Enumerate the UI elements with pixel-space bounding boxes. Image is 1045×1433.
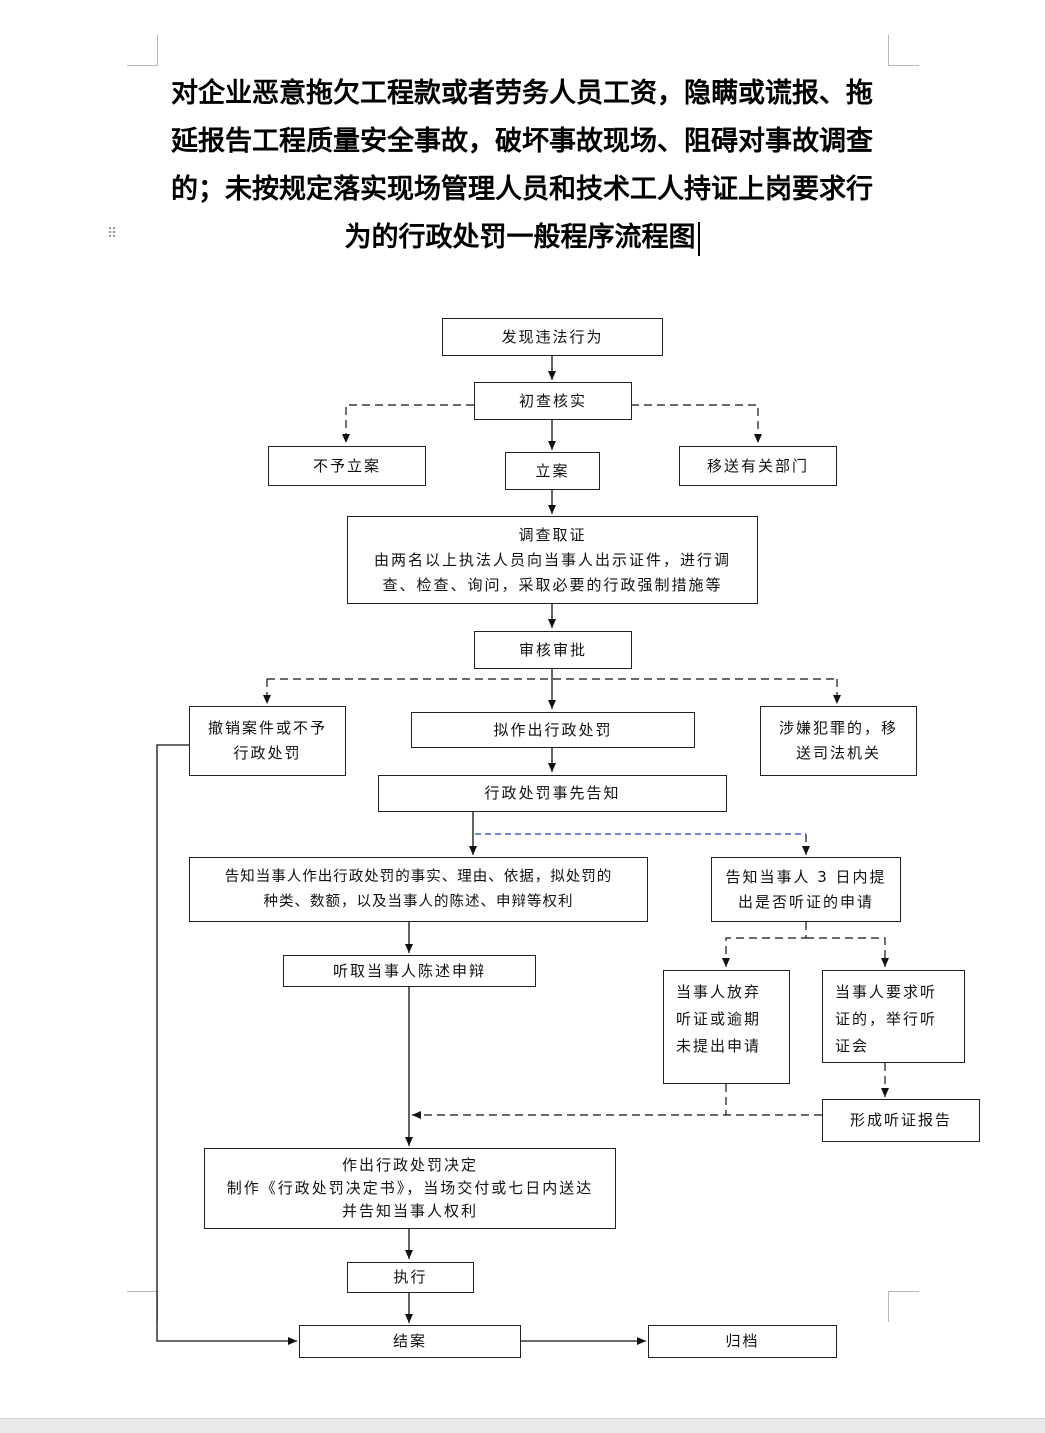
node-archive[interactable]: 归档 [648,1325,837,1358]
node-label: 归档 [725,1332,760,1350]
node-investigation[interactable]: 调查取证 由两名以上执法人员向当事人出示证件，进行调 查、检查、询问，采取必要的… [347,516,758,604]
dashed-arrow-no-filing [342,404,474,443]
node-line: 由两名以上执法人员向当事人出示证件，进行调 [373,551,731,569]
text-cursor [697,221,700,256]
node-label: 初查核实 [518,391,587,410]
node-decision[interactable]: 作出行政处罚决定 制作《行政处罚决定书》，当场交付或七日内送达 并告知当事人权利 [204,1148,616,1229]
node-revoke[interactable]: 撤销案件或不予 行政处罚 [189,706,346,776]
node-line: 送司法机关 [795,744,881,762]
title-line: 对企业恶意拖欠工程款或者劳务人员工资，隐瞒或谎报、拖 [171,78,873,109]
drag-handle-icon[interactable]: ⠿ [107,226,117,242]
title-line: 延报告工程质量安全事故，破坏事故现场、阻碍对事故调查 [171,126,873,157]
node-line: 查、检查、询问，采取必要的行政强制措施等 [382,576,723,594]
title-line: 为的行政处罚一般程序流程图 [152,214,892,262]
page-title: 对企业恶意拖欠工程款或者劳务人员工资，隐瞒或谎报、拖 延报告工程质量安全事故，破… [152,70,892,262]
node-line: 未提出申请 [676,1037,762,1055]
node-propose-penalty[interactable]: 拟作出行政处罚 [411,712,695,748]
node-no-filing[interactable]: 不予立案 [268,446,426,486]
node-label: 移送有关部门 [706,456,809,475]
node-line: 听证或逾期 [676,1010,762,1028]
node-label: 发现违法行为 [501,327,604,346]
dashed-arrow-waive [722,922,807,967]
node-notify-facts[interactable]: 告知当事人作出行政处罚的事实、理由、依据，拟处罚的 种类、数额，以及当事人的陈述… [189,857,648,922]
node-label: 执行 [393,1268,428,1286]
node-prior-notice[interactable]: 行政处罚事先告知 [378,775,727,812]
node-hear-statement[interactable]: 听取当事人陈述申辩 [283,955,536,987]
node-title: 作出行政处罚决定 [341,1156,478,1174]
node-notify-hearing[interactable]: 告知当事人 3 日内提 出是否听证的申请 [711,857,901,922]
node-line: 撤销案件或不予 [207,719,327,737]
node-close-case[interactable]: 结案 [299,1325,521,1358]
node-review[interactable]: 审核审批 [474,631,632,669]
node-title: 调查取证 [518,526,587,544]
node-hearing-report[interactable]: 形成听证报告 [822,1099,980,1142]
node-line: 证会 [835,1037,870,1055]
node-crime-transfer[interactable]: 涉嫌犯罪的，移 送司法机关 [760,706,917,776]
node-label: 不予立案 [312,456,381,475]
page-corner-mark-bottom-right [888,1291,919,1322]
node-line: 种类、数额，以及当事人的陈述、申辩等权利 [263,893,574,910]
title-line-text: 为的行政处罚一般程序流程图 [344,222,696,253]
node-line: 制作《行政处罚决定书》，当场交付或七日内送达 [226,1179,594,1197]
page-corner-mark-top-right [888,35,919,66]
node-label: 拟作出行政处罚 [493,720,613,739]
node-line: 并告知当事人权利 [341,1202,478,1220]
node-line: 行政处罚 [233,744,302,762]
node-waive-hearing[interactable]: 当事人放弃 听证或逾期 未提出申请 [663,970,790,1084]
arrow-revoke-to-close [156,744,297,1345]
node-line: 告知当事人作出行政处罚的事实、理由、依据，拟处罚的 [224,868,613,885]
node-preliminary-check[interactable]: 初查核实 [474,382,632,420]
page-corner-mark-top-left [127,35,158,66]
node-execute[interactable]: 执行 [347,1262,474,1293]
node-discover[interactable]: 发现违法行为 [442,318,663,356]
dashed-arrow-transfer [631,404,762,443]
node-label: 结案 [392,1332,427,1350]
node-label: 形成听证报告 [849,1111,952,1129]
title-line: 的；未按规定落实现场管理人员和技术工人持证上岗要求行 [171,174,873,205]
node-label: 行政处罚事先告知 [484,784,621,802]
editor-status-bar [0,1418,1045,1433]
node-line: 当事人要求听 [835,983,938,1001]
node-label: 立案 [535,461,570,480]
node-label: 审核审批 [518,640,587,659]
node-transfer-dept[interactable]: 移送有关部门 [679,446,837,486]
node-line: 涉嫌犯罪的，移 [778,719,898,737]
node-line: 告知当事人 3 日内提 [725,867,887,886]
node-request-hearing[interactable]: 当事人要求听 证的，举行听 证会 [822,970,965,1063]
dashed-arrow-request [806,937,889,967]
node-line: 证的，举行听 [835,1010,938,1028]
node-line: 当事人放弃 [676,983,762,1001]
node-filing[interactable]: 立案 [505,452,600,490]
node-line: 出是否听证的申请 [737,892,874,911]
node-label: 听取当事人陈述申辩 [332,961,486,980]
